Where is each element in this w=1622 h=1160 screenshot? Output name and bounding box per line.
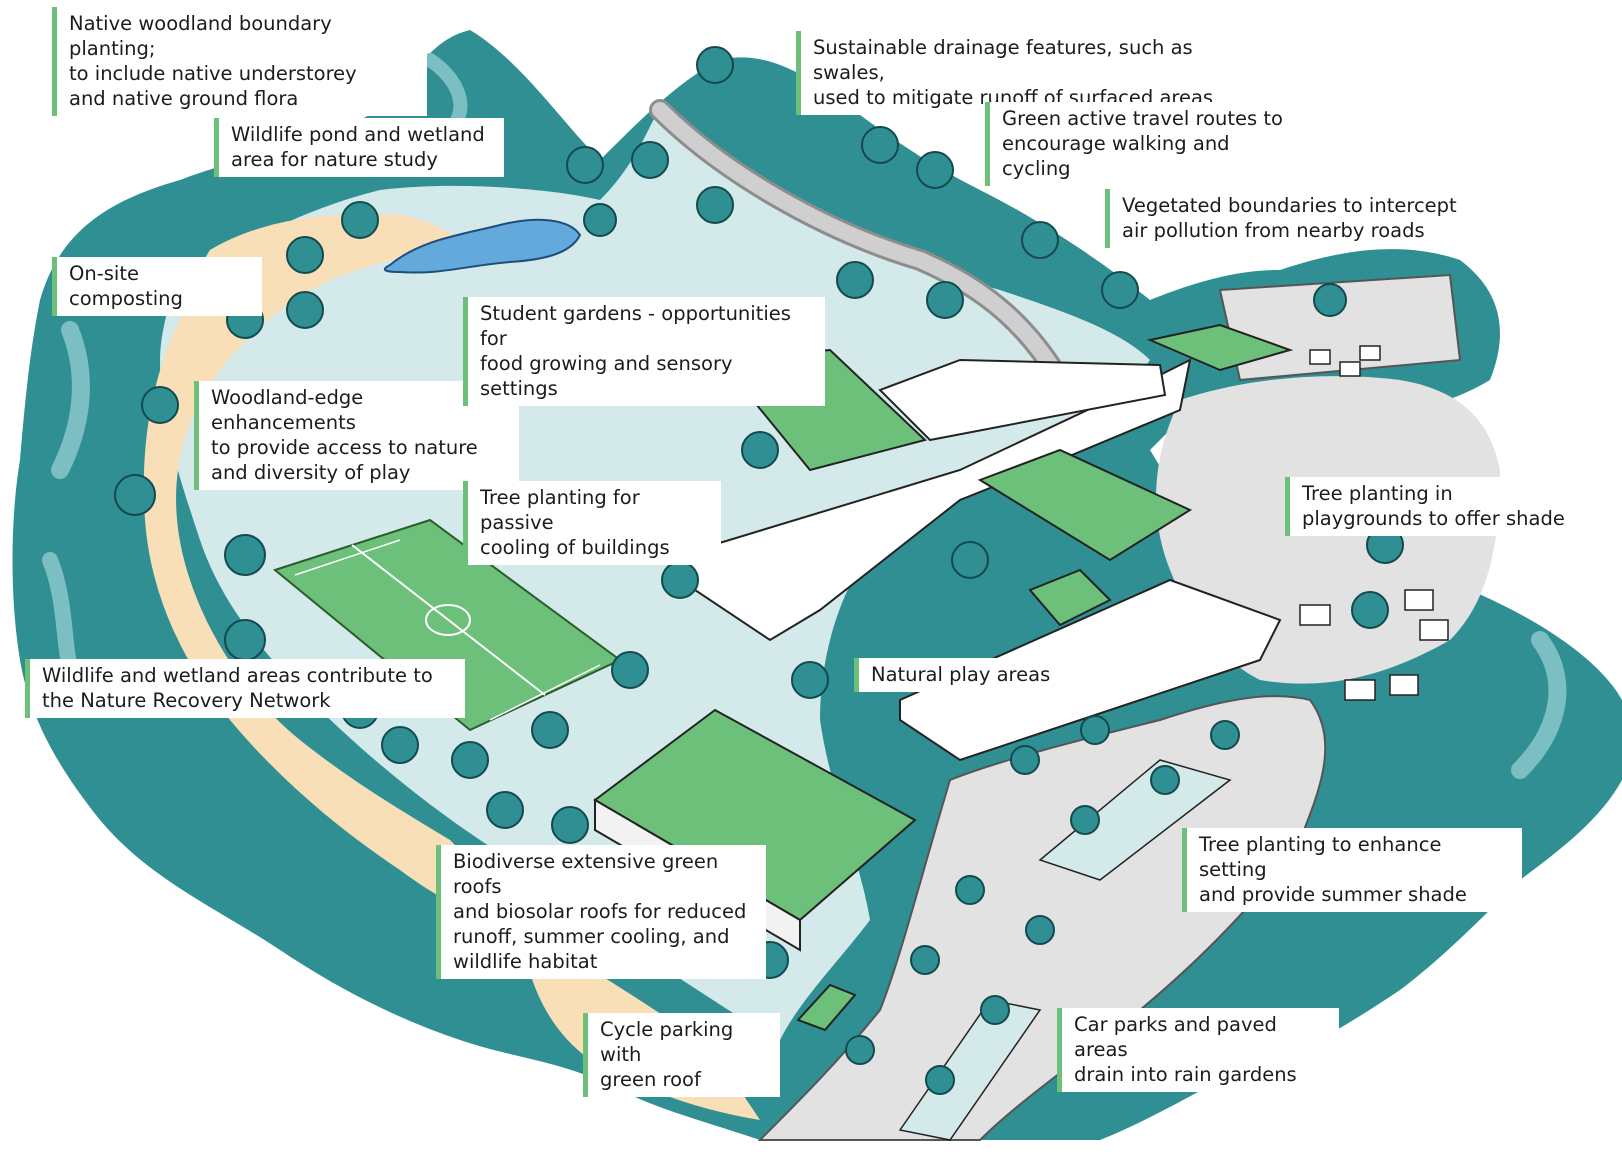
wildlife-pond xyxy=(383,218,582,274)
trees xyxy=(114,46,1404,1095)
label-tree-planting-playgrounds: Tree planting in playgrounds to offer sh… xyxy=(1285,477,1585,536)
label-green-roofs: Biodiverse extensive green roofs and bio… xyxy=(436,845,766,979)
sand-path xyxy=(143,213,521,931)
active-travel-path xyxy=(652,102,1068,388)
label-wildlife-pond: Wildlife pond and wetland area for natur… xyxy=(214,118,504,177)
rain-garden xyxy=(1038,759,1232,881)
label-tree-planting-summer: Tree planting to enhance setting and pro… xyxy=(1182,828,1522,912)
label-composting: On-site composting xyxy=(52,257,262,316)
label-student-gardens: Student gardens - opportunities for food… xyxy=(463,297,825,406)
label-cycle-parking: Cycle parking with green roof xyxy=(583,1013,780,1097)
label-tree-planting-cooling: Tree planting for passive cooling of bui… xyxy=(463,481,721,565)
playground-huts xyxy=(1299,345,1449,701)
label-natural-play: Natural play areas xyxy=(854,658,1062,692)
grass-field xyxy=(160,110,1150,1040)
cycle-shelter xyxy=(796,983,857,1032)
label-nature-recovery: Wildlife and wetland areas contribute to… xyxy=(25,659,465,718)
rain-garden xyxy=(898,999,1042,1141)
woodland-highlight xyxy=(51,321,90,479)
woodland-highlight xyxy=(1511,631,1567,779)
label-native-woodland: Native woodland boundary planting; to in… xyxy=(52,7,427,116)
label-active-travel: Green active travel routes to encourage … xyxy=(985,102,1305,186)
label-car-parks: Car parks and paved areas drain into rai… xyxy=(1057,1008,1339,1092)
school-building xyxy=(679,323,1294,762)
label-vegetated-boundaries: Vegetated boundaries to intercept air po… xyxy=(1105,189,1467,248)
label-sustainable-drainage: Sustainable drainage features, such as s… xyxy=(796,31,1258,115)
